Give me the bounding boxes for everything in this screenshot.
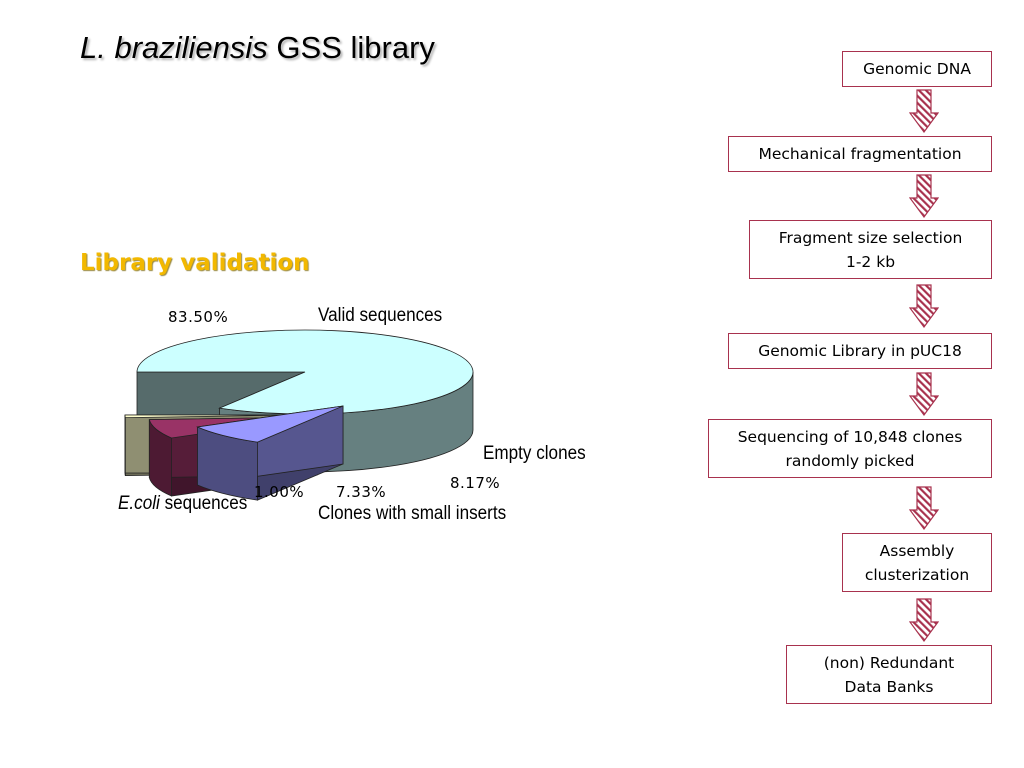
flow-arrow-down-icon <box>909 372 939 416</box>
section-heading: Library validation <box>80 250 310 276</box>
flow-arrow-shape <box>909 372 939 416</box>
flow-arrow-down-icon <box>909 486 939 530</box>
flow-step-text: clusterization <box>864 565 970 584</box>
flow-step-text: Genomic Library in pUC18 <box>758 342 962 360</box>
flow-step-text: 1-2 kb <box>845 252 896 271</box>
flow-step-assembly: Assembly clusterization <box>842 533 992 592</box>
flow-step-text: randomly picked <box>785 451 915 470</box>
pie-value-label-valid: 83.50% <box>168 308 229 326</box>
flow-arrow-shape <box>909 598 939 642</box>
flow-arrow-shape <box>909 89 939 133</box>
pie-slice-top <box>136 329 474 415</box>
pie-slice-top <box>124 414 294 419</box>
pie-label-ecoli-rest: sequences <box>159 493 248 514</box>
flow-step-text: Assembly <box>879 541 955 560</box>
flow-step-fragment-size-selection: Fragment size selection 1-2 kb <box>749 220 992 279</box>
flow-step-text: Data Banks <box>844 677 934 696</box>
pie-chart <box>124 329 474 501</box>
flow-arrow-shape <box>909 284 939 328</box>
pie-slice-empty <box>196 405 344 501</box>
slide-title: L. braziliensis GSS library <box>80 30 435 66</box>
flow-step-text: Fragment size selection <box>778 228 963 247</box>
pie-label-small-inserts: Clones with small inserts <box>318 503 507 524</box>
pie-slice-top <box>196 405 344 443</box>
flow-step-text: Mechanical fragmentation <box>758 145 962 163</box>
flow-arrow-down-icon <box>909 598 939 642</box>
pie-label-empty: Empty clones <box>483 443 586 464</box>
flow-step-mechanical-fragmentation: Mechanical fragmentation <box>728 136 992 172</box>
flow-step-data-banks: (non) Redundant Data Banks <box>786 645 992 704</box>
slide-title-italic: L. braziliensis <box>80 30 268 65</box>
flow-step-genomic-library: Genomic Library in pUC18 <box>728 333 992 369</box>
flow-step-sequencing: Sequencing of 10,848 clones randomly pic… <box>708 419 992 478</box>
pie-value-label-ecoli: 1.00% <box>254 483 305 501</box>
pie-label-valid: Valid sequences <box>318 305 443 326</box>
pie-value-label-small-inserts: 7.33% <box>336 483 387 501</box>
flow-arrow-shape <box>909 174 939 218</box>
flow-arrow-down-icon <box>909 89 939 133</box>
pie-label-ecoli-italic: E.coli <box>118 493 160 514</box>
pie-label-ecoli: E.coli sequences <box>118 494 247 513</box>
flow-step-text: (non) Redundant <box>823 653 955 672</box>
flow-step-text: Genomic DNA <box>863 60 971 78</box>
pie-value-label-empty: 8.17% <box>450 474 501 492</box>
flow-step-genomic-dna: Genomic DNA <box>842 51 992 87</box>
slide-title-rest: GSS library <box>267 30 435 65</box>
flow-step-text: Sequencing of 10,848 clones <box>737 427 963 446</box>
flow-arrow-down-icon <box>909 284 939 328</box>
flow-arrow-shape <box>909 486 939 530</box>
flow-arrow-down-icon <box>909 174 939 218</box>
